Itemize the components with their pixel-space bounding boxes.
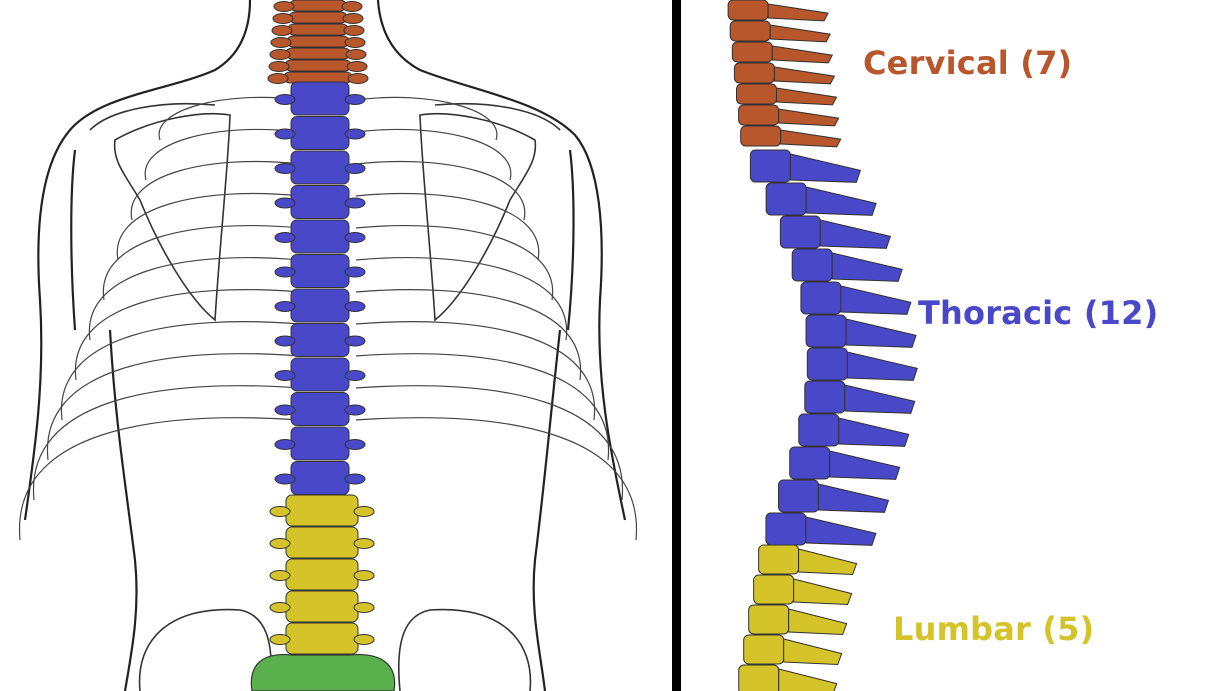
rib-right xyxy=(355,128,512,181)
vertebra xyxy=(274,392,366,426)
rib-left xyxy=(116,192,301,261)
vertebra-lateral xyxy=(791,248,903,282)
vertebra xyxy=(272,11,364,24)
vertebra-lateral xyxy=(805,314,917,348)
vertebra-lateral xyxy=(777,479,890,513)
pelvis-outline xyxy=(138,608,532,691)
vertebra xyxy=(274,323,366,357)
vertebra-lateral xyxy=(758,544,858,575)
cervical-label: Cervical (7) xyxy=(863,44,1073,82)
vertebra xyxy=(267,71,369,84)
vertebra-lateral xyxy=(729,20,831,43)
rib-right xyxy=(355,417,637,541)
vertebra-lateral xyxy=(731,41,834,64)
vertebra xyxy=(270,35,366,48)
rib-left xyxy=(158,96,301,141)
vertebra-lateral xyxy=(765,182,877,216)
vertebra xyxy=(271,23,365,36)
thoracic-label: Thoracic (12) xyxy=(918,294,1159,332)
vertebra xyxy=(269,526,375,559)
vertebra xyxy=(274,81,366,116)
vertebra-lateral xyxy=(800,281,912,315)
vertebra-lateral xyxy=(798,413,910,447)
rib-left xyxy=(130,160,301,221)
vertebra-lateral xyxy=(789,446,901,480)
vertebra xyxy=(269,47,367,60)
vertebra xyxy=(274,116,366,150)
rib-left xyxy=(74,289,301,381)
vertebra-lateral xyxy=(736,83,838,106)
vertebra-lateral xyxy=(804,380,916,414)
spine-posterior xyxy=(250,0,396,691)
vertebra xyxy=(274,219,366,254)
vertebra xyxy=(269,558,375,591)
vertebra-lateral xyxy=(749,149,862,183)
torso-outline xyxy=(23,0,627,691)
vertebra-lateral xyxy=(806,347,918,381)
panel-divider xyxy=(672,0,681,691)
vertebra xyxy=(274,254,366,288)
vertebra xyxy=(274,288,366,323)
vertebra xyxy=(274,357,366,392)
rib-left xyxy=(102,224,301,301)
vertebra-lateral xyxy=(753,574,853,605)
rib-left xyxy=(19,417,301,541)
vertebra-lateral xyxy=(738,664,838,691)
spine-lateral xyxy=(727,0,918,691)
vertebra xyxy=(269,622,375,655)
vertebra xyxy=(274,150,366,185)
rib-right xyxy=(355,321,596,421)
vertebra xyxy=(274,185,366,219)
rib-right xyxy=(355,192,540,261)
vertebra xyxy=(269,494,375,527)
vertebra xyxy=(268,59,368,72)
lumbar-label: Lumbar (5) xyxy=(893,610,1095,648)
ribs xyxy=(19,96,637,541)
vertebra-lateral xyxy=(733,62,836,85)
rib-left xyxy=(60,321,301,421)
rib-right xyxy=(355,385,624,501)
vertebra-lateral xyxy=(740,125,842,148)
rib-right xyxy=(355,289,582,381)
vertebra-lateral xyxy=(779,215,891,249)
rib-right xyxy=(355,256,568,341)
sacrum xyxy=(250,653,396,691)
vertebra xyxy=(269,590,375,623)
rib-left xyxy=(88,256,301,341)
posterior-view-panel xyxy=(19,0,637,691)
lateral-spine-drawing xyxy=(727,0,918,691)
lateral-view-panel: Cervical (7) Thoracic (12) Lumbar (5) xyxy=(681,0,1230,691)
rib-right xyxy=(355,224,554,301)
vertebra xyxy=(274,426,366,461)
rib-left xyxy=(144,128,301,181)
rib-right xyxy=(355,353,610,461)
vertebra xyxy=(274,461,366,495)
posterior-torso-drawing xyxy=(19,0,637,691)
rib-right xyxy=(355,96,498,141)
vertebra-lateral xyxy=(727,0,829,22)
vertebra-lateral xyxy=(765,512,877,546)
rib-right xyxy=(355,160,526,221)
vertebra-lateral xyxy=(748,604,848,635)
vertebra-lateral xyxy=(743,634,843,665)
vertebra xyxy=(273,0,363,12)
vertebra-lateral xyxy=(738,104,840,127)
rib-left xyxy=(46,353,301,461)
rib-left xyxy=(32,385,301,501)
